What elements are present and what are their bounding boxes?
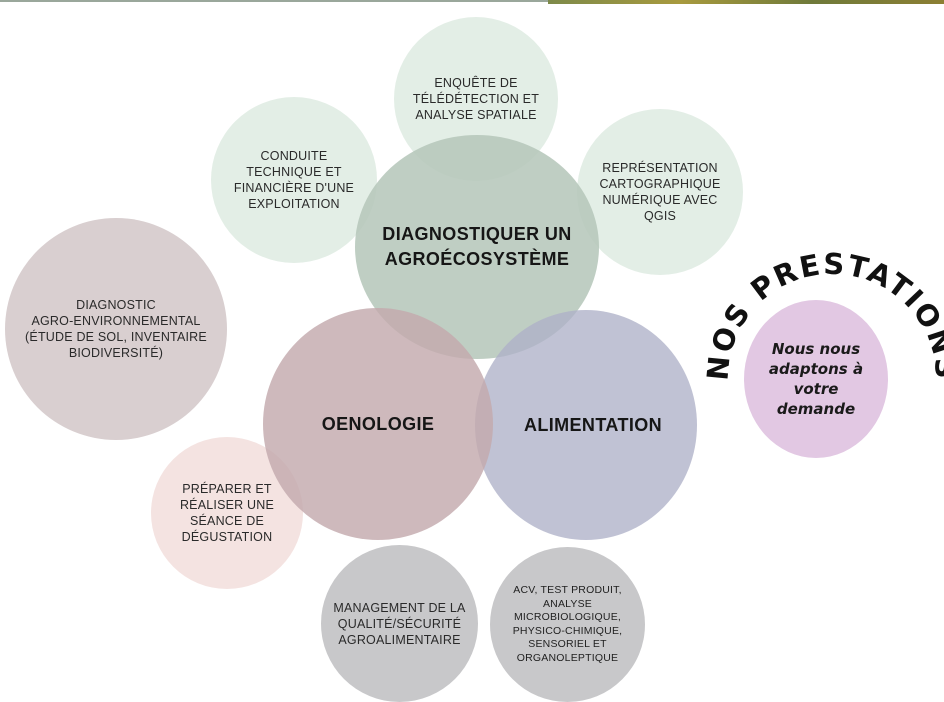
label-qgis: REPRÉSENTATION CARTOGRAPHIQUE NUMÉRIQUE … — [599, 161, 721, 223]
label-teledetection: ENQUÊTE DE TÉLÉDÉTECTION ET ANALYSE SPAT… — [412, 76, 540, 122]
label-qualite: MANAGEMENT DE LA QUALITÉ/SÉCURITÉ AGROAL… — [333, 600, 466, 647]
label-diagnostiquer: DIAGNOSTIQUER UN AGROÉCOSYSTÈME — [382, 224, 572, 269]
circle-nous-nous-adaptons: Nous nous adaptons à votre demande — [744, 300, 888, 458]
label-adaptons: Nous nous adaptons à votre demande — [768, 340, 864, 418]
nos-prestations-heading: NOS PRESTATIONS — [700, 247, 944, 382]
label-acv: ACV, TEST PRODUIT, ANALYSE MICROBIOLOGIQ… — [512, 584, 623, 664]
label-conduite: CONDUITE TECHNIQUE ET FINANCIÈRE D'UNE E… — [233, 149, 355, 211]
label-degustation: PRÉPARER ET RÉALISER UNE SÉANCE DE DÉGUS… — [179, 482, 275, 544]
top-border-line — [0, 0, 944, 2]
circle-agro-environnemental: DIAGNOSTIC AGRO-ENVIRONNEMENTAL (ÉTUDE D… — [5, 218, 227, 440]
header-image-strip — [548, 0, 944, 4]
circle-qualite: MANAGEMENT DE LA QUALITÉ/SÉCURITÉ AGROAL… — [321, 545, 478, 702]
circle-qgis: REPRÉSENTATION CARTOGRAPHIQUE NUMÉRIQUE … — [577, 109, 743, 275]
label-oenologie: OENOLOGIE — [321, 413, 435, 434]
circle-acv: ACV, TEST PRODUIT, ANALYSE MICROBIOLOGIQ… — [490, 547, 645, 702]
label-alimentation: ALIMENTATION — [523, 414, 663, 435]
circle-conduite: CONDUITE TECHNIQUE ET FINANCIÈRE D'UNE E… — [211, 97, 377, 263]
circle-oenologie: OENOLOGIE — [263, 308, 493, 540]
nos-prestations-arc-title: NOS PRESTATIONS — [700, 247, 944, 382]
circle-alimentation: ALIMENTATION — [475, 310, 697, 540]
label-agro-environnemental: DIAGNOSTIC AGRO-ENVIRONNEMENTAL (ÉTUDE D… — [25, 298, 207, 360]
svg-text:NOS PRESTATIONS: NOS PRESTATIONS — [700, 247, 944, 382]
